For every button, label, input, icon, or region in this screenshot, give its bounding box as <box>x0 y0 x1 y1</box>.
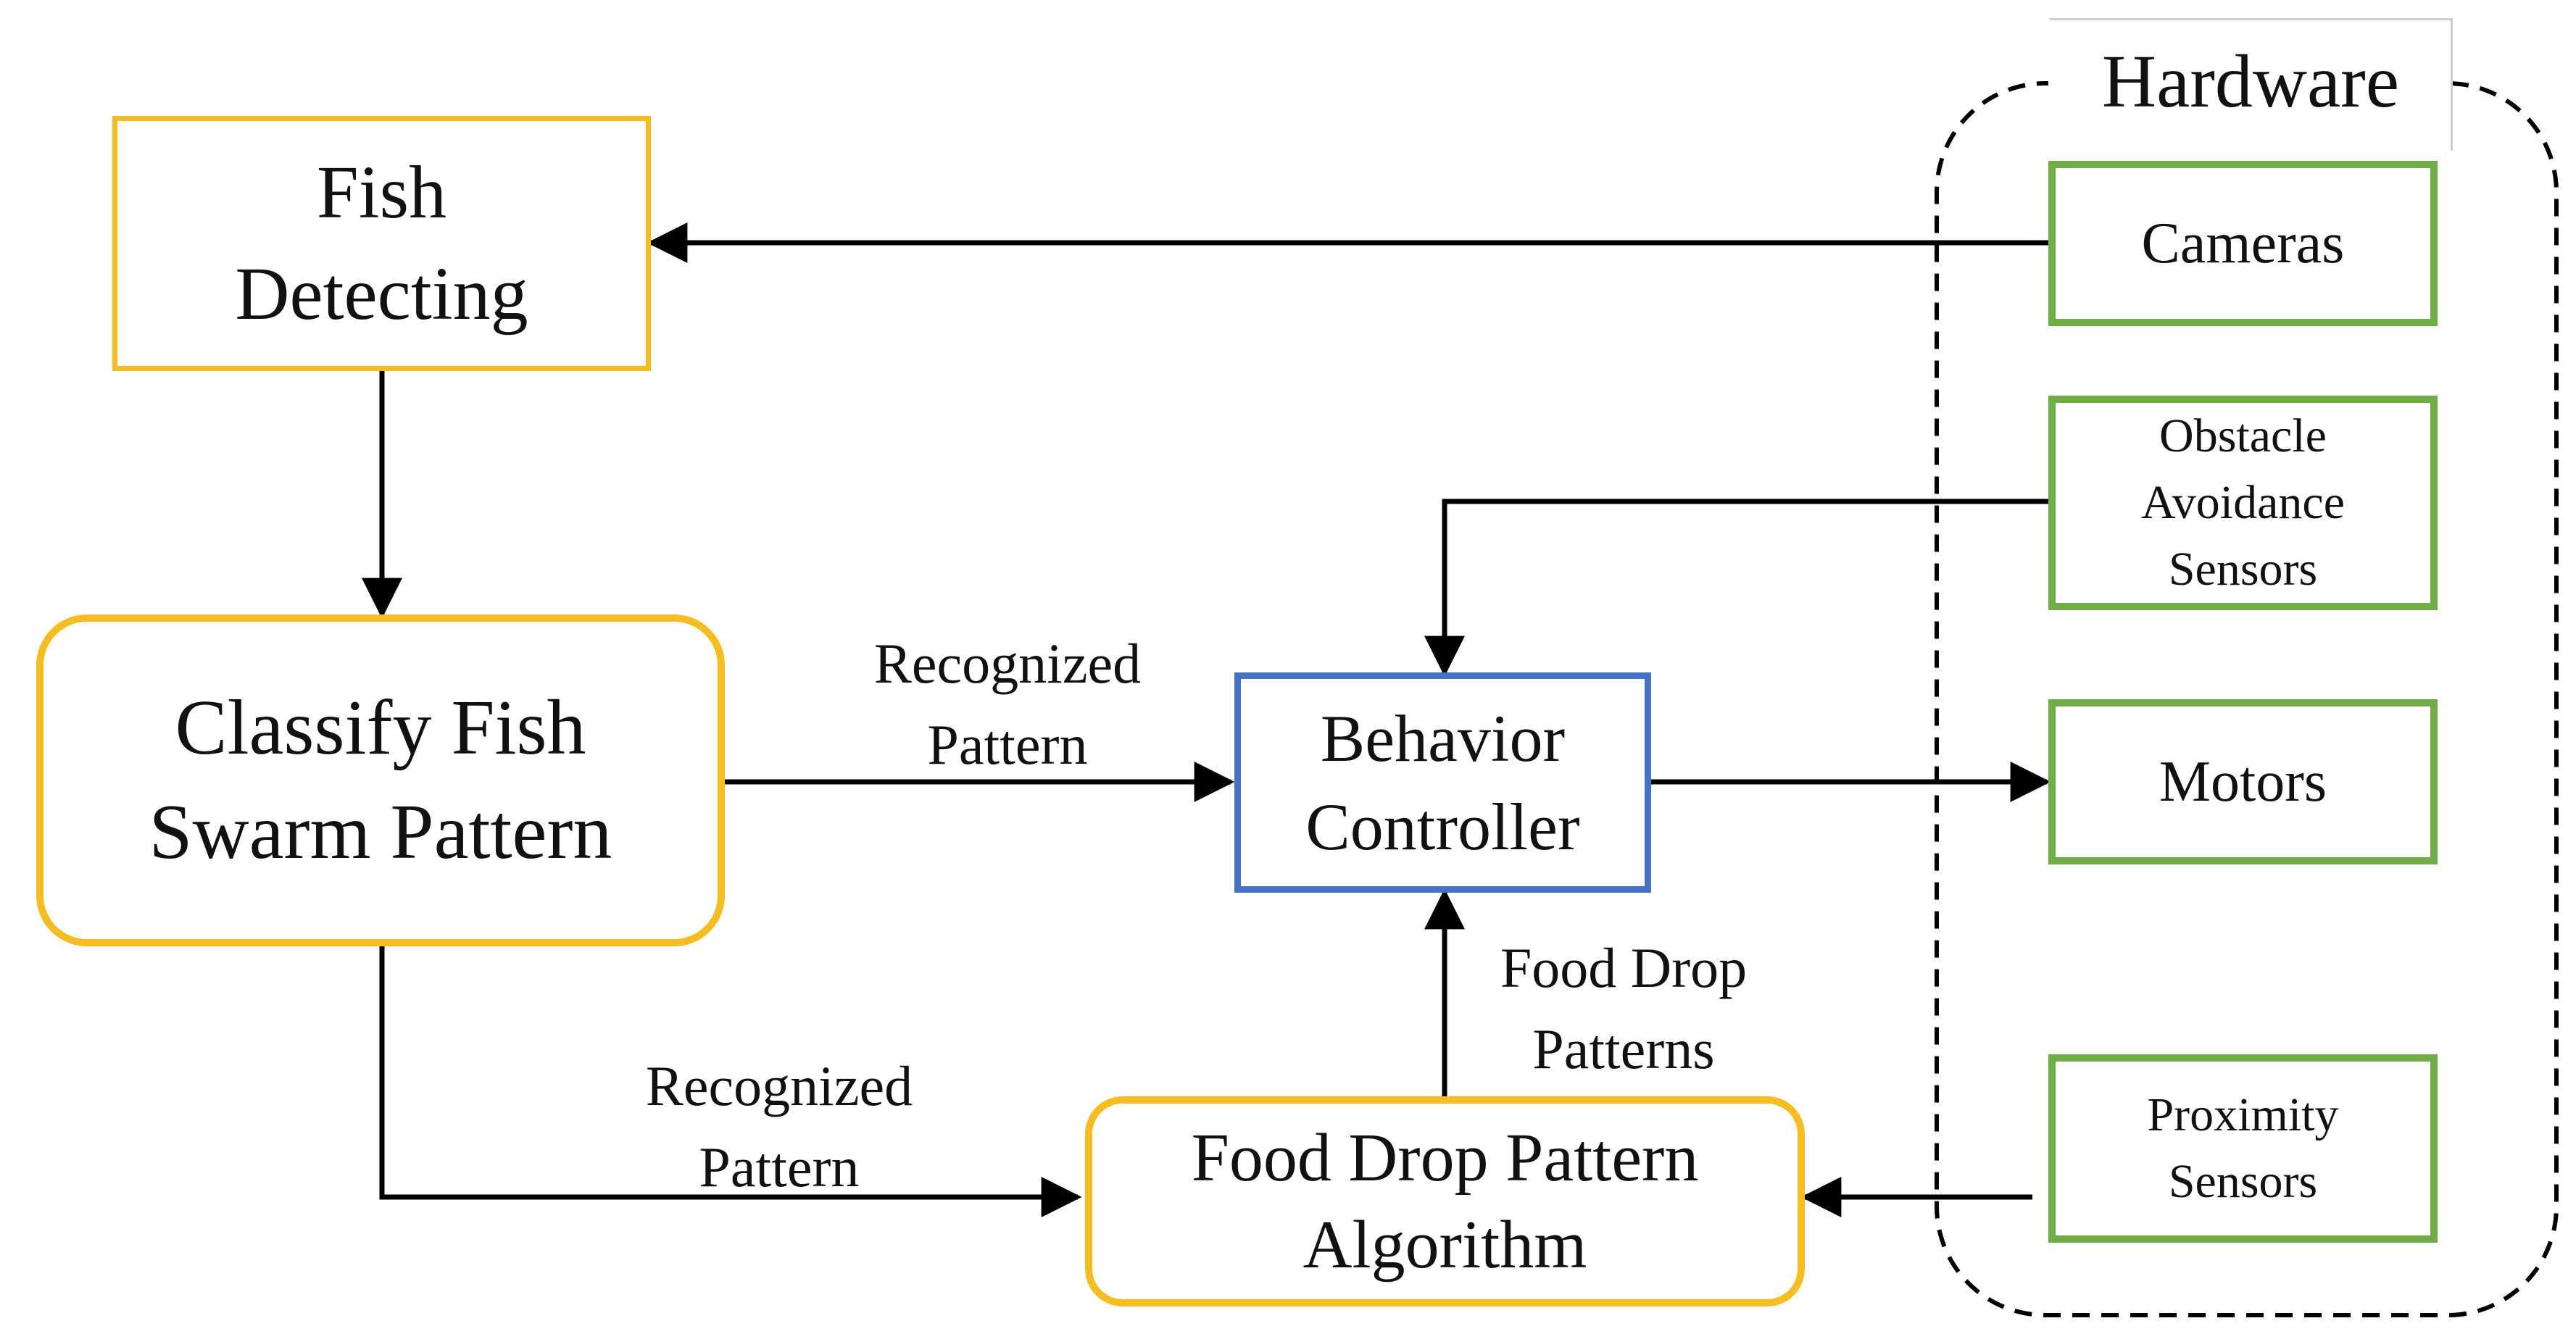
behavior-line-2: Controller <box>1305 790 1580 864</box>
recognized-bottom-line-2: Pattern <box>699 1135 860 1198</box>
obstacle-line-1: Obstacle <box>2159 409 2327 462</box>
behavior-controller-node: Behavior Controller <box>1234 672 1651 893</box>
classify-line-2: Swarm Pattern <box>149 789 612 875</box>
motors-label: Motors <box>2159 750 2327 814</box>
fish-detecting-line-2: Detecting <box>235 252 528 335</box>
proximity-line-1: Proximity <box>2147 1088 2339 1141</box>
classify-pattern-node: Classify Fish Swarm Pattern <box>36 614 725 946</box>
arrow-classify-to-food-algo <box>379 946 1082 1217</box>
recognized-top-line-1: Recognized <box>873 632 1142 695</box>
food-algo-line-1: Food Drop Pattern <box>1191 1120 1699 1196</box>
obstacle-sensors-node: Obstacle Avoidance Sensors <box>2048 396 2438 610</box>
obstacle-line-2: Avoidance <box>2141 476 2345 529</box>
behavior-line-1: Behavior <box>1320 701 1566 775</box>
proximity-line-2: Sensors <box>2168 1155 2318 1208</box>
recognized-top-line-2: Pattern <box>927 713 1088 776</box>
recognized-bottom-line-1: Recognized <box>645 1054 913 1117</box>
food-drop-line-1: Food Drop <box>1500 936 1748 999</box>
food-algo-line-2: Algorithm <box>1302 1207 1587 1283</box>
food-drop-line-2: Patterns <box>1532 1017 1715 1080</box>
cameras-label: Cameras <box>2141 212 2345 275</box>
edge-label-recognized-bottom: Recognized Pattern <box>583 1046 975 1208</box>
edge-label-recognized-top: Recognized Pattern <box>812 623 1203 785</box>
hardware-group-border <box>1935 81 2559 1317</box>
fish-detecting-node: Fish Detecting <box>112 116 651 371</box>
proximity-sensors-node: Proximity Sensors <box>2048 1054 2438 1243</box>
hardware-title: Hardware <box>2048 18 2453 151</box>
cameras-node: Cameras <box>2048 161 2438 326</box>
fish-detecting-line-1: Fish <box>316 151 447 234</box>
motors-node: Motors <box>2048 699 2438 864</box>
arrow-obstacle-to-behavior <box>1424 499 2048 677</box>
edge-label-food-drop-patterns: Food Drop Patterns <box>1450 927 1798 1090</box>
food-drop-algorithm-node: Food Drop Pattern Algorithm <box>1085 1096 1805 1306</box>
obstacle-line-3: Sensors <box>2168 543 2318 596</box>
classify-line-1: Classify Fish <box>175 685 586 771</box>
